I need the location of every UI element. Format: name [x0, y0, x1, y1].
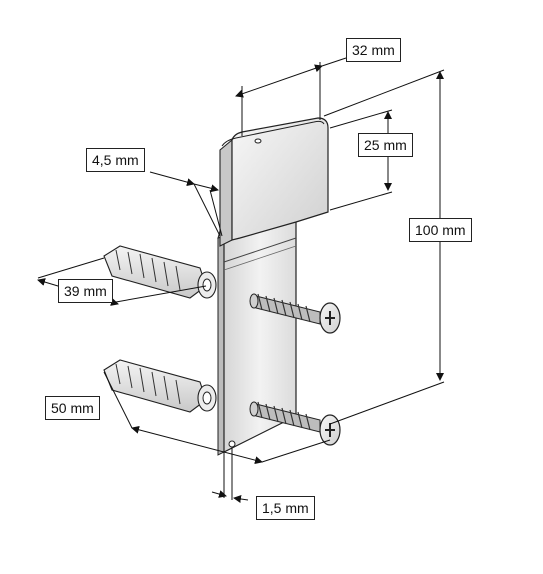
dimension-label-plug-length: 39 mm: [58, 279, 113, 303]
dimension-label-thickness: 1,5 mm: [256, 496, 315, 520]
wall-plug-lower: [103, 359, 217, 413]
dimension-label-plate-length: 50 mm: [45, 396, 100, 420]
dimension-label-width: 32 mm: [346, 38, 401, 62]
wall-plug-upper: [103, 245, 217, 299]
dimension-label-tab-depth: 25 mm: [358, 133, 413, 157]
screw-upper: [249, 293, 341, 334]
bracket-hook: [217, 117, 329, 247]
dimension-label-total-height: 100 mm: [409, 218, 472, 242]
dimension-label-wall-gap: 4,5 mm: [86, 148, 145, 172]
